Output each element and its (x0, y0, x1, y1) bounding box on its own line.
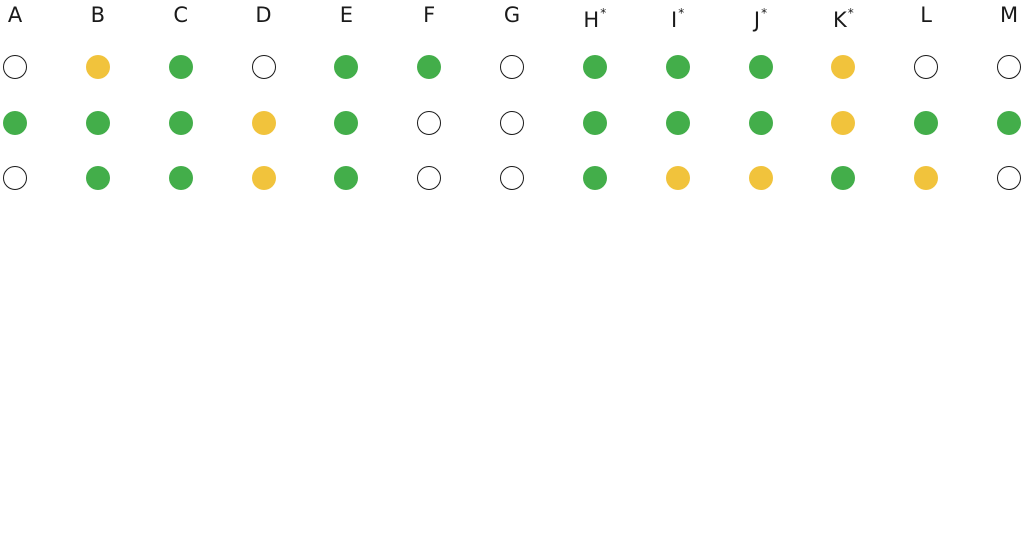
status-dot-empty (997, 55, 1021, 79)
column-header-m: M (989, 2, 1024, 28)
status-dot-yellow (831, 111, 856, 135)
column-header-g: G (492, 2, 532, 28)
column-label: I (671, 8, 678, 32)
status-dot-yellow (85, 55, 110, 79)
column-label: A (7, 3, 23, 27)
status-dot-green (334, 111, 359, 135)
column-label: E (339, 3, 353, 27)
column-header-j: J* (741, 2, 781, 33)
column-label: M (999, 3, 1019, 27)
status-dot-green (85, 166, 110, 190)
status-dot-yellow (914, 166, 939, 190)
status-dot-empty (417, 166, 442, 190)
asterisk-mark: * (761, 6, 768, 20)
asterisk-mark: * (678, 6, 685, 20)
column-header-c: C (161, 2, 201, 28)
status-dot-empty (3, 166, 27, 190)
status-dot-green (168, 166, 193, 190)
column-label: L (920, 3, 932, 27)
column-label: F (423, 3, 436, 27)
status-dot-green (831, 166, 856, 190)
status-dot-green (748, 111, 773, 135)
status-dot-green (582, 55, 607, 79)
status-dot-green (334, 166, 359, 190)
status-dot-green (665, 55, 690, 79)
status-dot-green (334, 55, 359, 79)
status-dot-green (997, 111, 1021, 135)
status-dot-empty (500, 166, 524, 190)
status-dot-empty (500, 111, 524, 135)
column-header-i: I* (658, 2, 698, 33)
status-dot-green (168, 111, 193, 135)
status-dot-green (582, 166, 607, 190)
column-header-f: F (409, 2, 449, 28)
status-dot-empty (251, 55, 276, 79)
status-dot-empty (3, 55, 27, 79)
status-dot-green (417, 55, 442, 79)
status-dot-green (914, 111, 939, 135)
status-dot-green (85, 111, 110, 135)
status-dot-yellow (251, 166, 276, 190)
column-label: B (90, 3, 106, 27)
asterisk-mark: * (600, 6, 607, 20)
status-dot-green (168, 55, 193, 79)
status-dot-yellow (251, 111, 276, 135)
column-header-a: A (0, 2, 35, 28)
column-header-e: E (326, 2, 366, 28)
status-dot-empty (997, 166, 1021, 190)
column-header-h: H* (575, 2, 615, 33)
status-dot-green (665, 111, 690, 135)
column-header-d: D (244, 2, 284, 28)
status-dot-empty (500, 55, 524, 79)
column-label: H (583, 8, 600, 32)
status-dot-yellow (748, 166, 773, 190)
status-dot-green (582, 111, 607, 135)
status-dot-yellow (665, 166, 690, 190)
status-dot-green (3, 111, 27, 135)
status-dot-green (748, 55, 773, 79)
column-header-b: B (78, 2, 118, 28)
status-dot-empty (417, 111, 442, 135)
column-label: D (255, 3, 272, 27)
column-label: G (503, 3, 521, 27)
status-dot-yellow (831, 55, 856, 79)
status-dot-empty (914, 55, 939, 79)
column-label: K (832, 8, 847, 32)
column-label: J (753, 8, 761, 32)
column-label: C (173, 3, 188, 27)
column-header-l: L (906, 2, 946, 28)
column-header-k: K* (823, 2, 863, 33)
asterisk-mark: * (847, 6, 854, 20)
